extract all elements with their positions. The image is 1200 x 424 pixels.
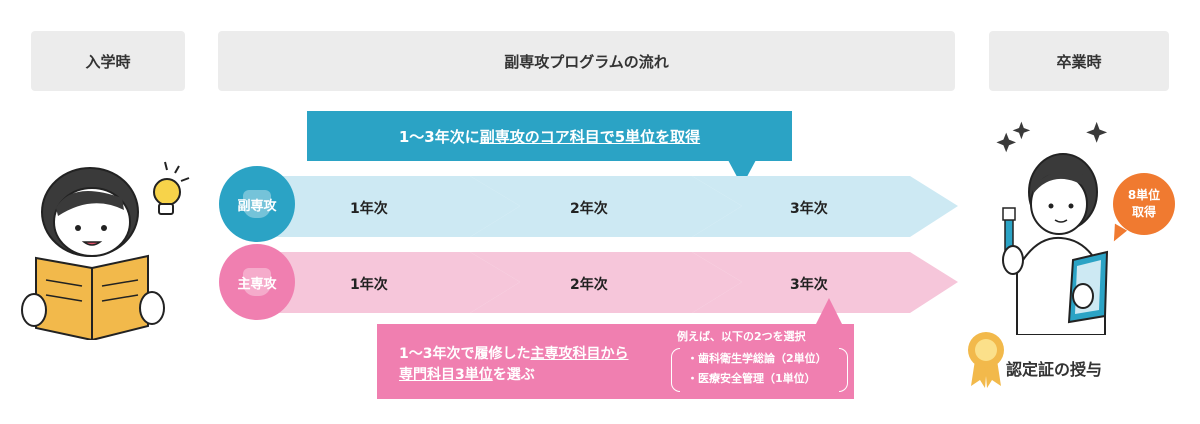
major-arrow-year2 (470, 252, 742, 313)
tooth-icon (243, 190, 271, 218)
lightbulb-icon (153, 161, 190, 215)
rosette-icon (968, 332, 1004, 388)
units-earned-bubble: 8単位 取得 (1113, 173, 1175, 235)
major-badge-label: 主専攻 (237, 276, 277, 292)
minor-core-callout-underlined: 副専攻のコア科目で5単位を取得 (479, 127, 701, 146)
minor-core-callout: 1〜3年次に副専攻のコア科目で5単位を取得 (307, 111, 792, 161)
example-heading: 例えば、以下の2つを選択 (677, 330, 806, 343)
major-arrow-year1 (248, 252, 520, 313)
minor-arrow-year2 (470, 176, 742, 237)
minor-year1-label: 1年次 (350, 201, 388, 217)
minor-year2-label: 2年次 (570, 201, 608, 217)
certificate-label: 認定証の授与 (1006, 360, 1103, 379)
graduate-illustration (996, 121, 1109, 335)
bottom-line2-suffix: を選ぶ (492, 367, 535, 383)
major-elective-callout: 1〜3年次で履修した主専攻科目から 専門科目3単位を選ぶ 例えば、以下の2つを選… (377, 324, 854, 399)
example-bracket-left (671, 348, 680, 392)
student-reading-illustration (21, 167, 165, 340)
example-bracket-right (839, 348, 848, 392)
minor-badge: 副専攻 (219, 166, 295, 242)
minor-year3-label: 3年次 (790, 201, 828, 217)
header-enrollment: 入学時 (31, 31, 185, 91)
major-year2-label: 2年次 (570, 277, 608, 293)
major-badge: 主専攻 (219, 244, 295, 320)
major-elective-callout-tail (815, 298, 843, 326)
example-item-1: ・歯科衛生学総論（2単位） (687, 352, 827, 365)
major-year3-label: 3年次 (790, 277, 828, 293)
tooth-icon (243, 268, 271, 296)
major-elective-callout-text: 1〜3年次で履修した主専攻科目から 専門科目3単位を選ぶ (399, 344, 628, 386)
minor-badge-label: 副専攻 (237, 198, 277, 214)
minor-arrow-year3 (692, 176, 958, 237)
major-arrow-year3 (692, 252, 958, 313)
bottom-line2-underlined: 専門科目3単位 (399, 367, 493, 383)
bottom-line1-underlined: 主専攻科目から (530, 346, 629, 362)
minor-arrow-year1 (248, 176, 520, 237)
major-year1-label: 1年次 (350, 277, 388, 293)
units-bubble-line1: 8単位 (1127, 188, 1161, 202)
header-graduation: 卒業時 (989, 31, 1169, 91)
header-program-flow: 副専攻プログラムの流れ (218, 31, 955, 91)
units-bubble-line2: 取得 (1131, 205, 1156, 219)
minor-core-callout-prefix: 1〜3年次に (398, 127, 480, 146)
bottom-line1-prefix: 1〜3年次で履修した (399, 346, 531, 362)
example-item-2: ・医療安全管理（1単位） (687, 372, 816, 385)
